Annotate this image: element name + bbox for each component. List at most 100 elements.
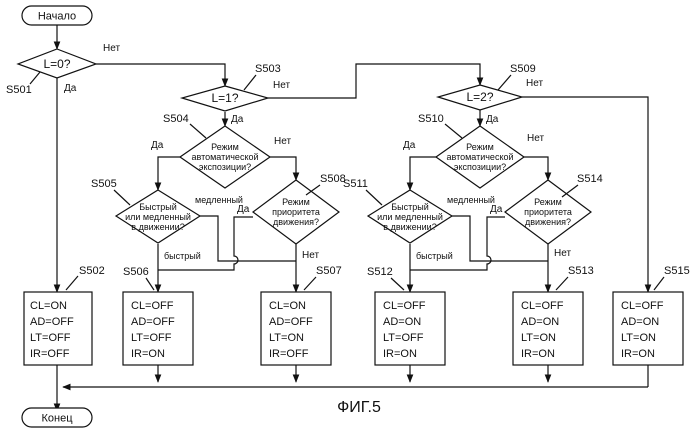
step-s513: S513 (568, 265, 594, 277)
process-b507: CL=ON AD=OFF LT=ON IR=OFF (261, 292, 331, 365)
process-b506: CL=OFF AD=OFF LT=OFF IR=ON (123, 292, 193, 365)
decision-s511: Быстрый или медленный в движении? (368, 190, 452, 243)
step-s502: S502 (79, 265, 105, 277)
decision-s510: Режим автоматической экспозиции? (436, 126, 524, 188)
b506-lt: LT=OFF (131, 332, 172, 344)
b512-cl: CL=OFF (383, 300, 426, 312)
leader-s511 (366, 190, 382, 205)
label-yes-s501: Да (64, 83, 77, 94)
end-label: Конец (41, 413, 73, 425)
process-b512: CL=OFF AD=ON LT=OFF IR=ON (375, 292, 445, 365)
decision-s504-line3: экспозиции? (199, 162, 251, 172)
b513-ad: AD=ON (521, 316, 559, 328)
decision-s514: Режим приоритета движения? (505, 180, 591, 244)
leader-s509 (498, 75, 511, 90)
terminal-start: Начало (22, 6, 92, 25)
label-fast-s505: быстрый (164, 251, 201, 261)
label-yes-s514: Да (490, 204, 503, 215)
b506-ir: IR=ON (131, 348, 165, 360)
step-s508: S508 (320, 173, 346, 185)
label-no-s508: Нет (302, 250, 319, 261)
label-no-s504: Нет (274, 136, 291, 147)
leader-s507 (304, 277, 316, 290)
step-s507: S507 (316, 265, 342, 277)
label-yes-s508: Да (237, 204, 250, 215)
arrow-s501-no (96, 64, 225, 86)
decision-s510-line3: экспозиции? (454, 162, 506, 172)
b506-ad: AD=OFF (131, 316, 175, 328)
b512-ad: AD=ON (383, 316, 421, 328)
terminal-end: Конец (22, 408, 92, 427)
b506-cl: CL=OFF (131, 300, 174, 312)
step-s511: S511 (343, 178, 368, 190)
decision-s503: L=1? (182, 86, 268, 111)
b502-lt: LT=OFF (30, 332, 71, 344)
leader-s515 (654, 277, 664, 290)
decision-s504-line1: Режим (211, 142, 239, 152)
arrow-s504-no (270, 157, 296, 180)
label-no-s501: Нет (103, 43, 120, 54)
step-s509: S509 (510, 63, 536, 75)
decision-s505-line1: Быстрый (139, 202, 177, 212)
decision-s508-line1: Режим (282, 197, 310, 207)
arrow-s510-no (524, 157, 548, 180)
step-s506: S506 (123, 266, 149, 278)
step-s505: S505 (91, 178, 117, 190)
b512-ir: IR=ON (383, 348, 417, 360)
arrow-s510-yes (410, 157, 437, 190)
b507-lt: LT=ON (269, 332, 304, 344)
decision-s510-line1: Режим (466, 142, 494, 152)
start-label: Начало (38, 11, 76, 23)
step-s501: S501 (6, 84, 32, 96)
arrow-s504-yes (158, 157, 180, 190)
decision-s501-text: L=0? (43, 57, 70, 71)
decision-s504-line2: автоматической (191, 152, 258, 162)
leader-s512 (391, 278, 404, 290)
decision-s514-line2: приоритета (524, 207, 572, 217)
b512-lt: LT=OFF (383, 332, 424, 344)
label-no-s514: Нет (554, 248, 571, 259)
b515-cl: CL=OFF (621, 300, 664, 312)
leader-s513 (556, 277, 568, 290)
decision-s511-line3: в движении? (383, 222, 436, 232)
decision-s514-line3: движения? (525, 217, 571, 227)
leader-s501 (30, 72, 40, 84)
decision-s505-line3: в движении? (131, 222, 184, 232)
step-s503: S503 (255, 63, 281, 75)
step-s515: S515 (664, 265, 690, 277)
leader-s502 (66, 276, 78, 290)
decision-s503-text: L=1? (211, 91, 238, 105)
arrow-s503-no (268, 64, 480, 98)
label-slow-s511: медленный (447, 195, 495, 205)
decision-s514-line1: Режим (534, 197, 562, 207)
label-yes-s510: Да (403, 140, 416, 151)
decision-s508-line3: движения? (273, 217, 319, 227)
b513-cl: CL=OFF (521, 300, 564, 312)
b507-ir: IR=OFF (269, 348, 309, 360)
b515-ir: IR=ON (621, 348, 655, 360)
process-b515: CL=OFF AD=ON LT=ON IR=ON (613, 292, 683, 365)
leader-s514 (562, 185, 578, 197)
figure-caption: ФИГ.5 (337, 399, 381, 416)
decision-s505-line2: или медленный (125, 212, 191, 222)
decision-s509-text: L=2? (466, 90, 493, 104)
decision-s508-line2: приоритета (272, 207, 320, 217)
label-yes-s504: Да (151, 140, 164, 151)
b502-ir: IR=OFF (30, 348, 70, 360)
b513-ir: IR=ON (521, 348, 555, 360)
leader-s505 (114, 190, 130, 205)
b513-lt: LT=ON (521, 332, 556, 344)
label-no-s503: Нет (273, 80, 290, 91)
decision-s508: Режим приоритета движения? (253, 180, 339, 244)
b502-cl: CL=ON (30, 300, 67, 312)
leader-s504 (190, 124, 206, 138)
decision-s504: Режим автоматической экспозиции? (180, 126, 270, 188)
decision-s501: L=0? (18, 49, 96, 78)
label-no-s509: Нет (526, 78, 543, 89)
step-s514: S514 (577, 173, 603, 185)
decision-s511-line1: Быстрый (391, 202, 429, 212)
label-yes-s503: Да (231, 114, 244, 125)
label-no-s510: Нет (527, 133, 544, 144)
